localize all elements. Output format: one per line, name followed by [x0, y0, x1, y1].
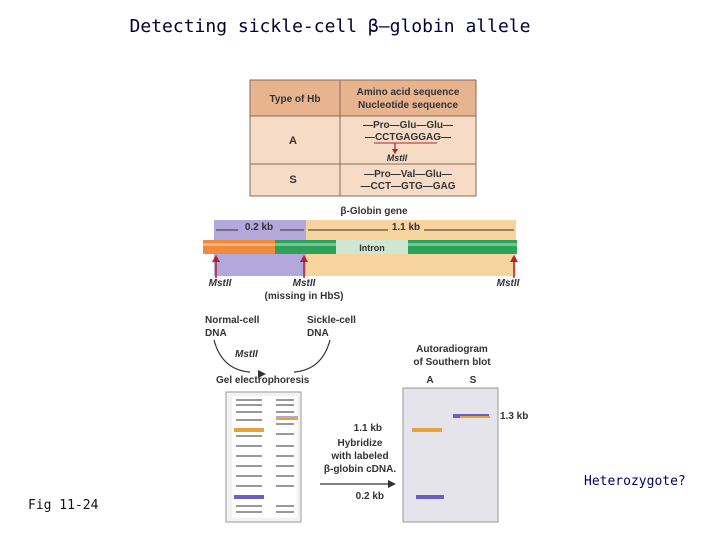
table-row-a-aa: —Pro—Glu—Glu— — [363, 120, 453, 131]
gel-panel — [225, 391, 302, 523]
autorad-band-s-13-orange — [460, 416, 490, 418]
site-middle-label: MstII — [293, 278, 316, 289]
sickle-dna-line2: DNA — [307, 328, 329, 339]
hybridize-line2: with labeled — [330, 451, 388, 462]
heterozygote-question: Heterozygote? — [584, 474, 686, 489]
enzyme-label: MstII — [235, 349, 258, 360]
table-header-row — [249, 79, 477, 117]
band-02-label: 0.2 kb — [356, 491, 384, 502]
autorad-line2: of Southern blot — [413, 357, 491, 368]
table-header-nt: Nucleotide sequence — [358, 100, 458, 111]
slide-title: Detecting sickle-cell β–globin allele — [129, 16, 531, 37]
electrophoresis-label: Gel electrophoresis — [216, 375, 310, 386]
site-right-label: MstII — [497, 278, 520, 289]
autorad-band-a-02 — [416, 495, 444, 499]
site-middle-note: (missing in HbS) — [265, 291, 344, 302]
normal-dna-line1: Normal-cell — [205, 315, 260, 326]
table-row-a-type: A — [289, 135, 297, 147]
autorad-film — [402, 387, 499, 523]
table-row-a-site: MstII — [387, 153, 408, 163]
sequence-table: Type of Hb Amino acid sequence Nucleotid… — [249, 79, 477, 197]
intron-label: Intron — [359, 243, 385, 253]
table-row-a-nt: —CCTGAGGAG— — [365, 132, 451, 143]
lane-s-label: S — [470, 375, 477, 386]
intron-box — [336, 240, 408, 254]
lane-a-label: A — [426, 375, 433, 386]
figure-reference: Fig 11-24 — [28, 498, 99, 513]
hybridize-line1: Hybridize — [337, 438, 382, 449]
autorad-line1: Autoradiogram — [416, 344, 488, 355]
gene-flank-left — [203, 240, 275, 254]
gel-band-a-02 — [234, 495, 264, 499]
band-13-label: 1.3 kb — [500, 411, 528, 422]
table-row-s-nt: —CCT—GTG—GAG — [361, 181, 456, 192]
autorad-band-a-11 — [412, 428, 442, 432]
table-header-type: Type of Hb — [270, 94, 321, 105]
short-fragment-label: 0.2 kb — [245, 222, 273, 233]
gel-band-a-11 — [234, 428, 264, 432]
gene-map: β-Globin gene 0.2 kb 1.1 kb Intron MstII… — [203, 206, 520, 302]
band-11-label: 1.1 kb — [354, 423, 382, 434]
hybridize-line3: β-globin cDNA. — [324, 464, 396, 475]
long-fragment-label: 1.1 kb — [392, 222, 420, 233]
sickle-dna-line1: Sickle-cell — [307, 315, 356, 326]
gel-band-s-orange — [276, 418, 298, 420]
table-row-s-type: S — [289, 174, 296, 186]
table-row-s-aa: —Pro—Val—Glu— — [364, 169, 452, 180]
workflow: Normal-cell DNA Sickle-cell DNA MstII Ge… — [205, 315, 491, 386]
hybridize-step: 1.1 kb Hybridize with labeled β-globin c… — [320, 423, 396, 502]
autoradiogram: 1.3 kb — [402, 387, 528, 523]
gene-label: β-Globin gene — [340, 206, 408, 217]
table-header-aa: Amino acid sequence — [357, 87, 460, 98]
normal-dna-line2: DNA — [205, 328, 227, 339]
site-left-label: MstII — [209, 278, 232, 289]
